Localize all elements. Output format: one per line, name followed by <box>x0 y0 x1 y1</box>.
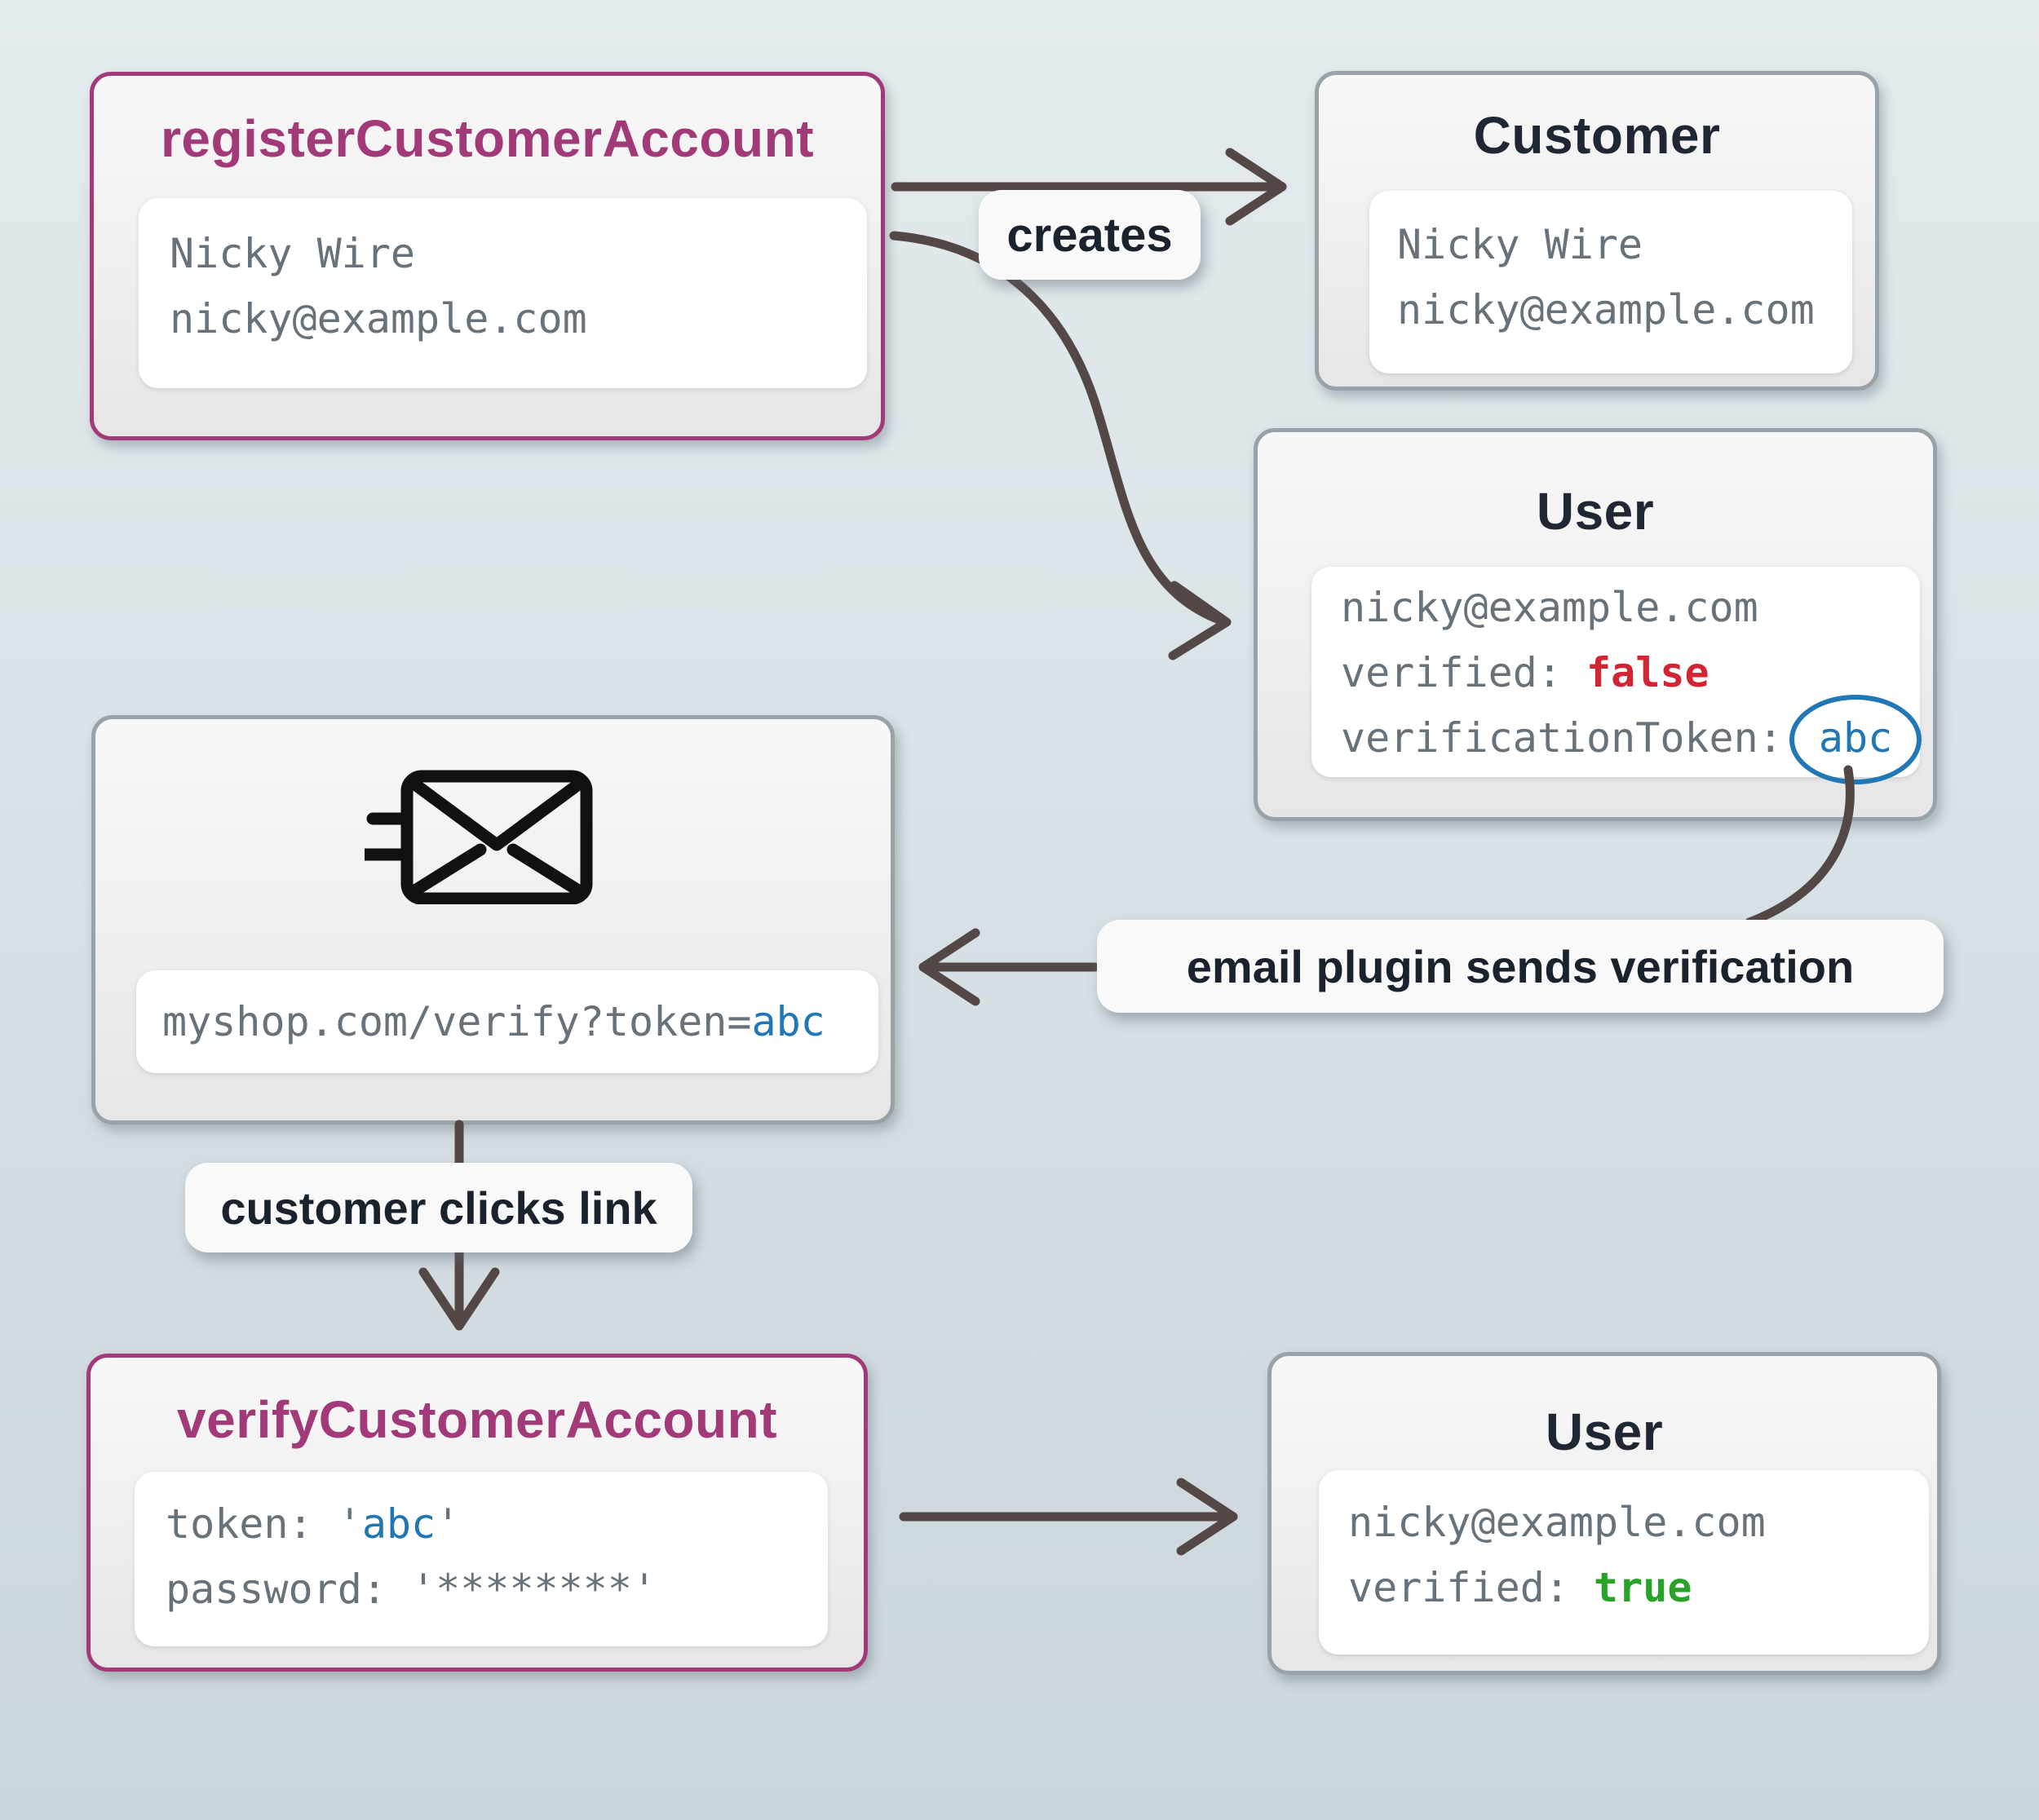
verification-link-pill: myshop.com/verify?token=abc <box>136 970 878 1073</box>
user-unverified-record-card: nicky@example.com verified: false verifi… <box>1311 567 1922 784</box>
verification-email-node: myshop.com/verify?token=abc <box>91 715 895 1124</box>
user-unverified-title: User <box>1536 482 1655 541</box>
verify-password-value: ******** <box>436 1566 632 1613</box>
user-token-line: verificationToken:abc <box>1341 695 1922 784</box>
customer-clicks-edge-label: customer clicks link <box>185 1163 692 1252</box>
link-token-value: abc <box>751 998 825 1045</box>
verify-payload-card: token: 'abc' password: '********' <box>135 1472 828 1646</box>
verification-token-value-circled: abc <box>1789 695 1922 784</box>
verification-link-text: myshop.com/verify?token=abc <box>162 998 825 1045</box>
arrowhead-email-to-verify <box>418 1267 500 1331</box>
send-email-icon <box>358 770 593 905</box>
register-customer-account-title: registerCustomerAccount <box>161 109 814 168</box>
user-verified-status-line: verified: true <box>1348 1564 1692 1611</box>
verify-password-line: password: '********' <box>166 1566 657 1613</box>
customer-name-line: Nicky Wire <box>1397 221 1643 268</box>
verify-token-value: abc <box>361 1500 436 1548</box>
user-unverified-node: User nicky@example.com verified: false v… <box>1254 428 1937 821</box>
register-payload-card: Nicky Wire nicky@example.com <box>139 198 867 388</box>
customer-record-card: Nicky Wire nicky@example.com <box>1369 191 1852 373</box>
customer-title: Customer <box>1473 106 1721 165</box>
verify-customer-account-title: verifyCustomerAccount <box>177 1390 777 1449</box>
customer-node: Customer Nicky Wire nicky@example.com <box>1315 71 1879 391</box>
verified-false-value: false <box>1586 649 1709 696</box>
user-verified-title: User <box>1545 1403 1664 1461</box>
email-plugin-edge-label: email plugin sends verification <box>1097 920 1944 1013</box>
customer-email-line: nicky@example.com <box>1397 286 1815 334</box>
user-verified-line: verified: false <box>1341 649 1709 696</box>
arrowhead-register-to-user <box>1168 581 1232 660</box>
register-name-line: Nicky Wire <box>170 230 416 277</box>
arrowhead-label-to-email <box>918 928 980 1006</box>
user-verified-email-line: nicky@example.com <box>1348 1499 1766 1546</box>
verified-true-value: true <box>1594 1564 1692 1611</box>
user-verified-record-card: nicky@example.com verified: true <box>1319 1470 1929 1654</box>
verify-token-line: token: 'abc' <box>166 1500 461 1548</box>
arrowhead-register-to-customer <box>1225 148 1287 226</box>
register-email-line: nicky@example.com <box>170 295 587 342</box>
verify-customer-account-node: verifyCustomerAccount token: 'abc' passw… <box>86 1354 868 1672</box>
user-verified-node: User nicky@example.com verified: true <box>1267 1352 1941 1675</box>
arrow-register-to-user <box>889 231 1228 626</box>
user-email-line: nicky@example.com <box>1341 584 1758 631</box>
register-customer-account-node: registerCustomerAccount Nicky Wire nicky… <box>90 72 885 440</box>
arrowhead-verify-to-user <box>1176 1478 1238 1556</box>
creates-edge-label: creates <box>979 190 1201 280</box>
